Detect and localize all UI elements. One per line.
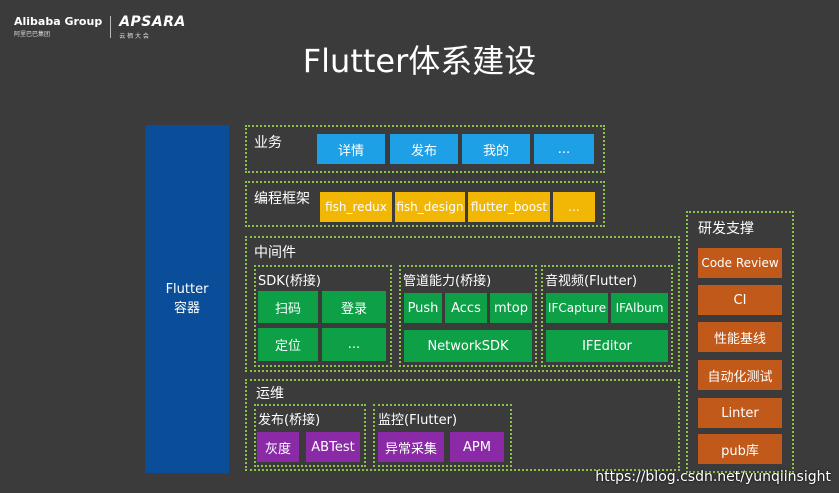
pipeline-item: Push: [404, 293, 442, 323]
business-item: 发布: [390, 134, 458, 164]
sdk-item: ...: [322, 328, 386, 361]
support-label: 研发支撑: [698, 221, 754, 237]
alibaba-logo: Alibaba Group 阿里巴巴集团: [14, 16, 102, 38]
release-label: 发布(桥接): [258, 413, 321, 428]
framework-item: fish_redux: [320, 192, 392, 222]
sdk-item: 登录: [322, 291, 386, 323]
framework-item: flutter_boost: [468, 192, 550, 222]
header-logos: Alibaba Group 阿里巴巴集团 APSARA 云 栖 大 会: [14, 14, 186, 40]
framework-label: 编程框架: [254, 191, 310, 207]
event-name: APSARA: [119, 13, 186, 30]
pipeline-item: mtop: [490, 293, 532, 323]
sdk-label: SDK(桥接): [258, 274, 321, 289]
watermark: https://blog.csdn.net/yunqiinsight: [595, 469, 831, 485]
support-item: Linter: [698, 398, 782, 428]
ops-layer: [245, 379, 680, 471]
media-label: 音视频(Flutter): [545, 274, 638, 289]
pipeline-group: [399, 265, 537, 367]
release-group: [254, 404, 366, 467]
pipeline-label: 管道能力(桥接): [403, 274, 492, 289]
ops-label: 运维: [256, 386, 284, 402]
support-item: 自动化测试: [698, 360, 782, 390]
business-item: 我的: [462, 134, 530, 164]
business-label: 业务: [254, 135, 282, 151]
media-item: IFEditor: [546, 330, 668, 362]
pipeline-item: Accs: [445, 293, 487, 323]
media-group: [541, 265, 673, 367]
monitor-item: 异常采集: [378, 432, 444, 462]
framework-item: ...: [553, 192, 595, 222]
business-item: ...: [534, 134, 594, 164]
framework-item: fish_design: [395, 192, 465, 222]
container-line1: Flutter: [165, 282, 209, 297]
support-item: Code Review: [698, 248, 782, 278]
apsara-logo: APSARA 云 栖 大 会: [119, 15, 186, 40]
media-item: IFAlbum: [611, 293, 668, 323]
sdk-item: 定位: [258, 328, 318, 361]
monitor-group: [373, 404, 512, 467]
flutter-container-block: Flutter 容器: [145, 125, 229, 473]
release-item: ABTest: [306, 432, 360, 462]
sdk-group: [254, 265, 392, 367]
middleware-label: 中间件: [254, 245, 296, 261]
business-item: 详情: [317, 134, 385, 164]
event-sub: 云 栖 大 会: [119, 32, 149, 40]
monitor-label: 监控(Flutter): [378, 413, 458, 428]
support-item: pub库: [698, 434, 782, 464]
support-item: CI: [698, 285, 782, 315]
brand-sub: 阿里巴巴集团: [14, 31, 51, 38]
container-line2: 容器: [173, 301, 200, 316]
pipeline-item: NetworkSDK: [404, 330, 532, 362]
sdk-item: 扫码: [258, 291, 318, 323]
support-layer: [686, 211, 794, 473]
media-item: IFCapture: [546, 293, 608, 323]
framework-layer: [245, 181, 605, 227]
business-layer: [245, 125, 605, 173]
brand-name: Alibaba Group: [14, 15, 103, 28]
monitor-item: APM: [450, 432, 504, 462]
release-item: 灰度: [257, 432, 299, 462]
page-title: Flutter体系建设: [302, 42, 537, 80]
support-item: 性能基线: [698, 322, 782, 352]
logo-divider: [110, 16, 112, 38]
middleware-layer: [245, 236, 680, 372]
